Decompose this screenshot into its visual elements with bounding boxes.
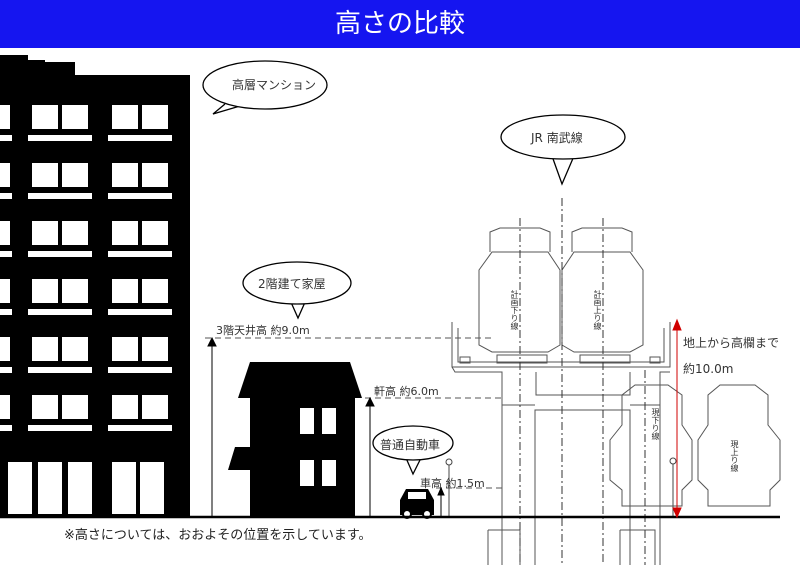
mansion-window <box>28 309 92 315</box>
mansion-window <box>108 309 172 315</box>
car-bubble-label: 普通自動車 <box>380 438 441 452</box>
mansion-window <box>28 135 92 141</box>
house <box>228 362 362 517</box>
mansion-window <box>0 221 10 245</box>
viaduct <box>451 227 781 565</box>
mansion-window <box>62 221 88 245</box>
mansion-window <box>8 462 32 514</box>
mansion-window <box>142 395 168 419</box>
mansion-window <box>32 279 58 303</box>
mansion-window <box>0 193 12 199</box>
mansion-window <box>32 163 58 187</box>
railway-bubble <box>500 114 626 186</box>
mansion-window <box>112 105 138 129</box>
mansion-window <box>142 163 168 187</box>
car <box>400 489 434 519</box>
mansion-bubble <box>202 60 328 115</box>
mansion-window <box>0 135 12 141</box>
house-bubble <box>242 261 352 320</box>
mansion-window <box>0 337 10 361</box>
mansion-window <box>38 462 62 514</box>
planned-up-track-label: 計画上り線 <box>593 290 602 330</box>
mansion-window <box>32 221 58 245</box>
railing-height-arrow <box>672 318 682 519</box>
mansion-window <box>0 395 10 419</box>
mansion-window <box>0 163 10 187</box>
mansion-window <box>140 462 164 514</box>
current-up-track-label: 現上り線 <box>730 440 739 472</box>
mansion-window <box>112 279 138 303</box>
mansion-window <box>112 462 136 514</box>
railing-height-value: 約10.0m <box>683 362 734 376</box>
mansion-window <box>32 395 58 419</box>
railway-bubble-label: JR 南武線 <box>531 131 583 145</box>
planned-down-track-label: 計画下り線 <box>510 290 519 330</box>
mansion-window <box>0 367 12 373</box>
mansion-building <box>0 55 190 517</box>
mansion-window <box>28 425 92 431</box>
page-title: 高さの比較 <box>0 0 800 48</box>
mansion-window <box>112 337 138 361</box>
mansion-window <box>62 337 88 361</box>
mansion-window <box>0 309 12 315</box>
mansion-window <box>32 105 58 129</box>
mansion-window <box>32 337 58 361</box>
mansion-window <box>0 279 10 303</box>
current-down-track-label: 現下り線 <box>651 408 660 440</box>
mansion-window <box>112 395 138 419</box>
mansion-window <box>112 163 138 187</box>
mansion-window <box>28 193 92 199</box>
footnote: ※高さについては、おおよその位置を示しています。 <box>64 528 372 543</box>
mansion-window <box>112 221 138 245</box>
eaves-height-label: 軒高 約6.0m <box>374 385 439 398</box>
mansion-window <box>108 367 172 373</box>
house-bubble-label: 2階建て家屋 <box>258 277 326 291</box>
mansion-window <box>62 163 88 187</box>
mansion-window <box>62 395 88 419</box>
mansion-window <box>0 425 12 431</box>
mansion-window <box>28 367 92 373</box>
mansion-bubble-label: 高層マンション <box>232 78 317 92</box>
mansion-window <box>0 251 12 257</box>
mansion-window <box>28 251 92 257</box>
mansion-window <box>108 193 172 199</box>
ceiling-height-label: 3階天井高 約9.0m <box>216 324 310 337</box>
mansion-window <box>68 462 92 514</box>
mansion-window <box>108 251 172 257</box>
mansion-window <box>108 425 172 431</box>
mansion-window <box>0 105 10 129</box>
mansion-window <box>142 337 168 361</box>
railing-height-label: 地上から高欄まで <box>683 336 780 350</box>
mansion-window <box>142 105 168 129</box>
mansion-window <box>62 279 88 303</box>
mansion-window <box>62 105 88 129</box>
car-height-label: 車高 約1.5m <box>420 477 485 490</box>
mansion-window <box>108 135 172 141</box>
mansion-window <box>142 279 168 303</box>
car-bubble <box>372 425 454 476</box>
mansion-window <box>142 221 168 245</box>
